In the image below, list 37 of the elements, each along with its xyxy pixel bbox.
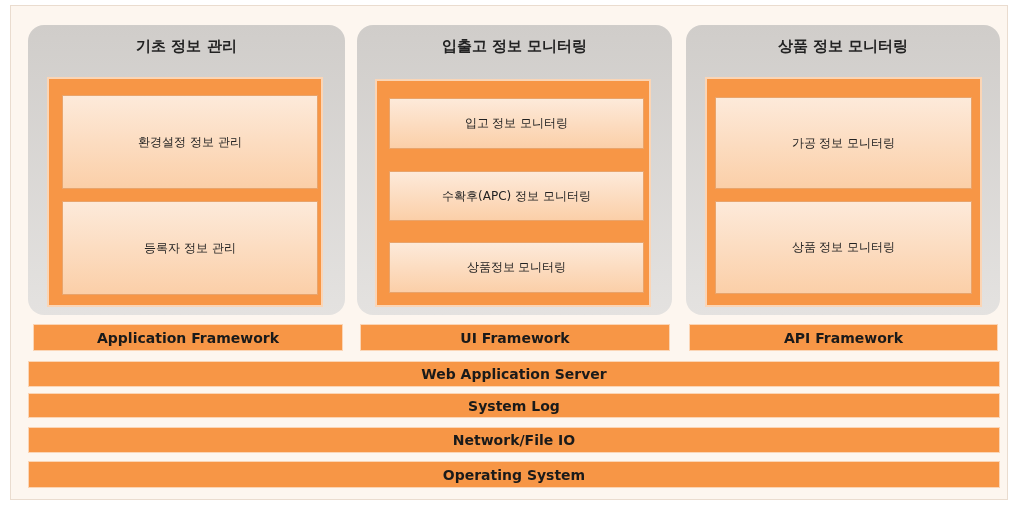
layer-label: Network/File IO bbox=[452, 432, 576, 448]
group-panel bbox=[28, 25, 345, 315]
layer-bar bbox=[28, 361, 1000, 387]
function-box bbox=[389, 171, 644, 221]
function-label: 상품 정보 모니터링 bbox=[791, 239, 896, 256]
layer-bar bbox=[28, 461, 1000, 488]
function-label: 수확후(APC) 정보 모니터링 bbox=[442, 187, 591, 205]
layer-label: UI Framework bbox=[460, 329, 570, 346]
panel-title: 입출고 정보 모니터링 bbox=[440, 37, 589, 56]
function-box bbox=[62, 201, 318, 295]
function-box bbox=[389, 242, 644, 293]
layer-bar bbox=[360, 324, 670, 351]
layer-label: Operating System bbox=[442, 466, 586, 483]
function-label: 상품정보 모니터링 bbox=[466, 259, 567, 276]
function-box bbox=[715, 97, 972, 189]
function-label: 입고 정보 모니터링 bbox=[464, 115, 569, 132]
layer-label: API Framework bbox=[783, 329, 904, 346]
layer-bar bbox=[689, 324, 998, 351]
layer-label: Application Framework bbox=[96, 329, 279, 346]
function-label: 가공 정보 모니터링 bbox=[791, 134, 896, 152]
function-label: 환경설정 정보 관리 bbox=[138, 133, 242, 151]
layer-bar bbox=[28, 427, 1000, 453]
function-box bbox=[62, 95, 318, 189]
function-label: 등록자 정보 관리 bbox=[144, 239, 236, 257]
panel-title: 기초 정보 관리 bbox=[135, 37, 238, 56]
module-frame bbox=[47, 77, 323, 307]
function-box bbox=[715, 201, 972, 294]
panel-title: 상품 정보 모니터링 bbox=[776, 37, 910, 56]
function-box bbox=[389, 98, 644, 149]
layer-bar bbox=[33, 324, 343, 351]
layer-bar bbox=[28, 393, 1000, 418]
layer-label: Web Application Server bbox=[421, 366, 607, 382]
group-panel bbox=[686, 25, 1000, 315]
module-frame bbox=[375, 79, 651, 307]
group-panel bbox=[357, 25, 672, 315]
module-frame bbox=[705, 77, 982, 307]
layer-label: System Log bbox=[468, 397, 560, 414]
